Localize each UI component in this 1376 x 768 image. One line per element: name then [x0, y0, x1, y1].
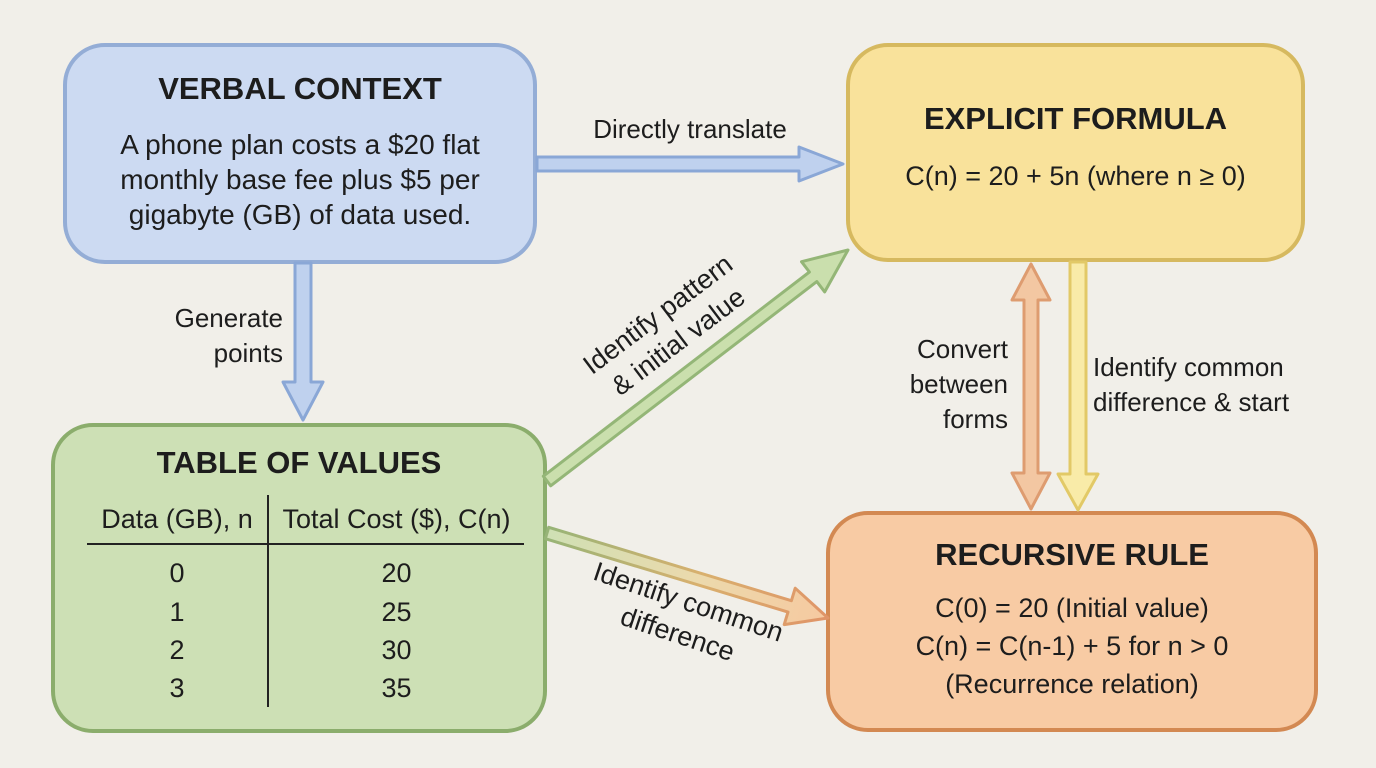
table-cell-n-1: 1	[169, 596, 185, 627]
label-convert-between-forms: Convert between forms	[909, 334, 1008, 434]
verbal-context-title: VERBAL CONTEXT	[158, 71, 442, 106]
table-header-cost: Total Cost ($), C(n)	[267, 495, 524, 545]
arrow-generate-points	[281, 261, 325, 422]
verbal-context-box: VERBAL CONTEXT A phone plan costs a $20 …	[63, 43, 537, 264]
table-of-values-title: TABLE OF VALUES	[156, 445, 442, 480]
table-cell-cost-0: 20	[267, 545, 524, 593]
recursive-rule-title: RECURSIVE RULE	[935, 537, 1209, 572]
recursive-rule-line1: C(0) = 20 (Initial value)	[935, 593, 1209, 623]
table-cell-cost-3: 35	[267, 669, 524, 707]
explicit-formula-text: C(n) = 20 + 5n (where n ≥ 0)	[905, 161, 1246, 191]
table-cell-cost-1: 25	[267, 593, 524, 631]
explicit-formula-title: EXPLICIT FORMULA	[923, 101, 1228, 136]
table-cell-n-2: 2	[169, 634, 185, 665]
label-identify-common-difference: Identify common difference	[589, 556, 788, 668]
table-of-values-box: TABLE OF VALUES Data (GB), n Total Cost …	[51, 423, 547, 733]
label-identify-common-difference-start: Identify common difference & start	[1093, 352, 1290, 417]
label-directly-translate: Directly translate	[593, 114, 787, 144]
table-cell-cost-2: 30	[267, 631, 524, 669]
label-generate-points: Generate points	[174, 303, 283, 368]
arrow-convert-between-forms	[1010, 262, 1052, 511]
values-table: Data (GB), n Total Cost ($), C(n) 0 20 1…	[87, 495, 524, 707]
recursive-rule-line2: C(n) = C(n-1) + 5 for n > 0	[915, 631, 1229, 661]
recursive-rule-line3: (Recurrence relation)	[945, 669, 1199, 699]
arrow-directly-translate	[535, 145, 845, 183]
verbal-context-body: A phone plan costs a $20 flat monthly ba…	[120, 129, 480, 230]
explicit-formula-box: EXPLICIT FORMULA C(n) = 20 + 5n (where n…	[846, 43, 1305, 262]
table-cell-n-3: 3	[169, 672, 185, 703]
table-header-n: Data (GB), n	[87, 495, 267, 545]
recursive-rule-box: RECURSIVE RULE C(0) = 20 (Initial value)…	[826, 511, 1318, 732]
table-cell-n-0: 0	[169, 557, 185, 588]
arrow-identify-common-difference-start	[1056, 260, 1100, 512]
label-identify-pattern: Identify pattern & initial value	[577, 248, 751, 402]
